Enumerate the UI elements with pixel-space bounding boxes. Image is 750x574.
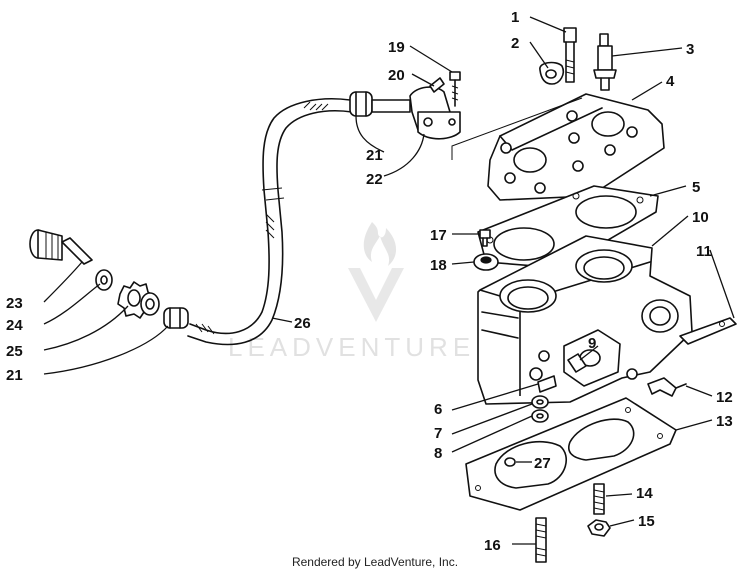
callout-15: 15: [638, 513, 655, 530]
watermark-v-logo: [348, 268, 404, 322]
callout-18: 18: [430, 257, 447, 274]
head-gasket-5: [477, 185, 659, 269]
hose-clamp-21-lower: [163, 307, 189, 329]
fitting-stack: [29, 229, 189, 329]
o-ring-7: [531, 395, 549, 409]
hose-26-hatch-top: [303, 101, 329, 111]
leadventure-watermark: LEADVENTURE: [228, 222, 475, 362]
callout-6: 6: [434, 401, 442, 418]
fitting-23: [29, 229, 93, 265]
cylinder-block-10: [477, 235, 693, 405]
leader-lines: [43, 16, 735, 545]
callout-7: 7: [434, 425, 442, 442]
head-hardware: [539, 27, 617, 91]
callout-19: 19: [388, 39, 405, 56]
fuel-pump-22: [371, 86, 461, 140]
ring-seal: [140, 292, 160, 316]
callout-10: 10: [692, 209, 709, 226]
callout-11: 11: [696, 243, 712, 260]
bracket-11: [679, 317, 737, 345]
callout-26: 26: [294, 315, 311, 332]
callout-3: 3: [686, 41, 694, 58]
nut-15: [587, 519, 611, 537]
spark-plug-3: [593, 33, 617, 91]
callout-17: 17: [430, 227, 447, 244]
callout-1: 1: [511, 9, 519, 26]
callout-4: 4: [666, 73, 675, 90]
hose-26-break: [261, 187, 285, 201]
fuel-pump-assembly: [187, 71, 461, 346]
bolt-19: [449, 71, 461, 107]
callout-8: 8: [434, 445, 442, 462]
cylinder-head-4: [487, 93, 665, 201]
washer-2: [539, 61, 565, 85]
callout-9: 9: [588, 335, 596, 352]
hose-26-hatch-mid: [265, 213, 275, 239]
stud-9: [567, 353, 587, 373]
callout-24: 24: [6, 317, 23, 334]
callout-21-lower: 21: [6, 367, 23, 384]
callout-23: 23: [6, 295, 23, 312]
footer-credit: Rendered by LeadVenture, Inc.: [291, 555, 459, 569]
callout-27: 27: [534, 455, 551, 472]
callout-5: 5: [692, 179, 700, 196]
hose-26-hatch-low: [195, 323, 215, 335]
stud-14: [593, 483, 605, 515]
hose-26-inner: [187, 109, 353, 346]
callout-13: 13: [716, 413, 733, 430]
callout-14: 14: [636, 485, 653, 502]
callout-labels: 1 2 3 4 5 10 11 12 13 14 15 16 9 6 7 8 2…: [6, 9, 733, 554]
callout-20: 20: [388, 67, 405, 84]
watermark-text: LEADVENTURE: [228, 332, 475, 362]
base-gasket-13: [465, 397, 677, 511]
callout-12: 12: [716, 389, 733, 406]
elbow-fitting-12: [647, 377, 687, 397]
callout-22: 22: [366, 171, 383, 188]
hose-clamp-21-upper: [349, 91, 373, 117]
head-bolt-1: [563, 27, 577, 83]
stud-16: [535, 517, 547, 563]
washer-24: [95, 269, 113, 291]
nipple-6: [537, 375, 557, 393]
hose-26: [189, 98, 351, 335]
callout-25: 25: [6, 343, 23, 360]
head-reference-line: [451, 97, 583, 160]
washer-8: [531, 409, 549, 423]
grommet-18: [473, 253, 499, 271]
dowel-27: [504, 457, 516, 467]
fitting-20: [429, 77, 445, 93]
callout-21-upper: 21: [366, 147, 383, 164]
watermark-flame-icon: [363, 222, 397, 266]
callout-16: 16: [484, 537, 501, 554]
callout-2: 2: [511, 35, 519, 52]
